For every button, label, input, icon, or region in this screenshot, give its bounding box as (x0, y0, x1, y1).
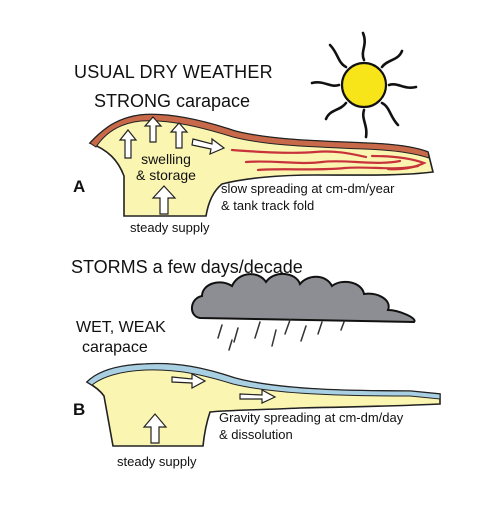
flow-label-a-line2: & tank track fold (221, 198, 315, 213)
core-label-line1: swelling (141, 151, 191, 167)
carapace-label-a: STRONG carapace (94, 91, 251, 111)
salt-glacier-b (85, 362, 441, 447)
carapace-label-b-line2: carapace (82, 339, 148, 356)
right-arrow-icon (239, 388, 277, 404)
up-arrow-icon (143, 116, 163, 143)
right-arrow-icon (171, 372, 207, 390)
flow-label-b-line2: & dissolution (219, 427, 293, 442)
right-arrow-icon (191, 137, 226, 156)
flow-label-b: Gravity spreading at cm-dm/day & dissolu… (219, 409, 403, 443)
core-label-line2: & storage (136, 167, 196, 183)
salt-glacier-a (88, 113, 434, 217)
up-arrow-icon (169, 122, 189, 149)
carapace-label-b: WET, WEAK carapace (76, 318, 166, 358)
supply-label-a: steady supply (130, 220, 210, 235)
up-arrow-icon (151, 185, 177, 215)
up-arrow-icon (142, 413, 168, 444)
sun-icon (310, 31, 418, 139)
core-label-a: swelling & storage (136, 151, 196, 183)
supply-label-b: steady supply (117, 454, 197, 469)
panel-letter-b: B (73, 400, 86, 419)
weather-label-a: USUAL DRY WEATHER (74, 62, 273, 82)
flow-label-a-line1: slow spreading at cm-dm/year (221, 181, 395, 196)
up-arrow-icon (118, 129, 138, 159)
flow-label-b-line1: Gravity spreading at cm-dm/day (219, 410, 404, 425)
flow-label-a: slow spreading at cm-dm/year & tank trac… (221, 180, 394, 214)
panel-letter-a: A (73, 177, 86, 196)
weather-label-b: STORMS a few days/decade (71, 257, 303, 277)
carapace-label-b-line1: WET, WEAK (76, 319, 166, 336)
rain-cloud-icon (191, 273, 416, 351)
